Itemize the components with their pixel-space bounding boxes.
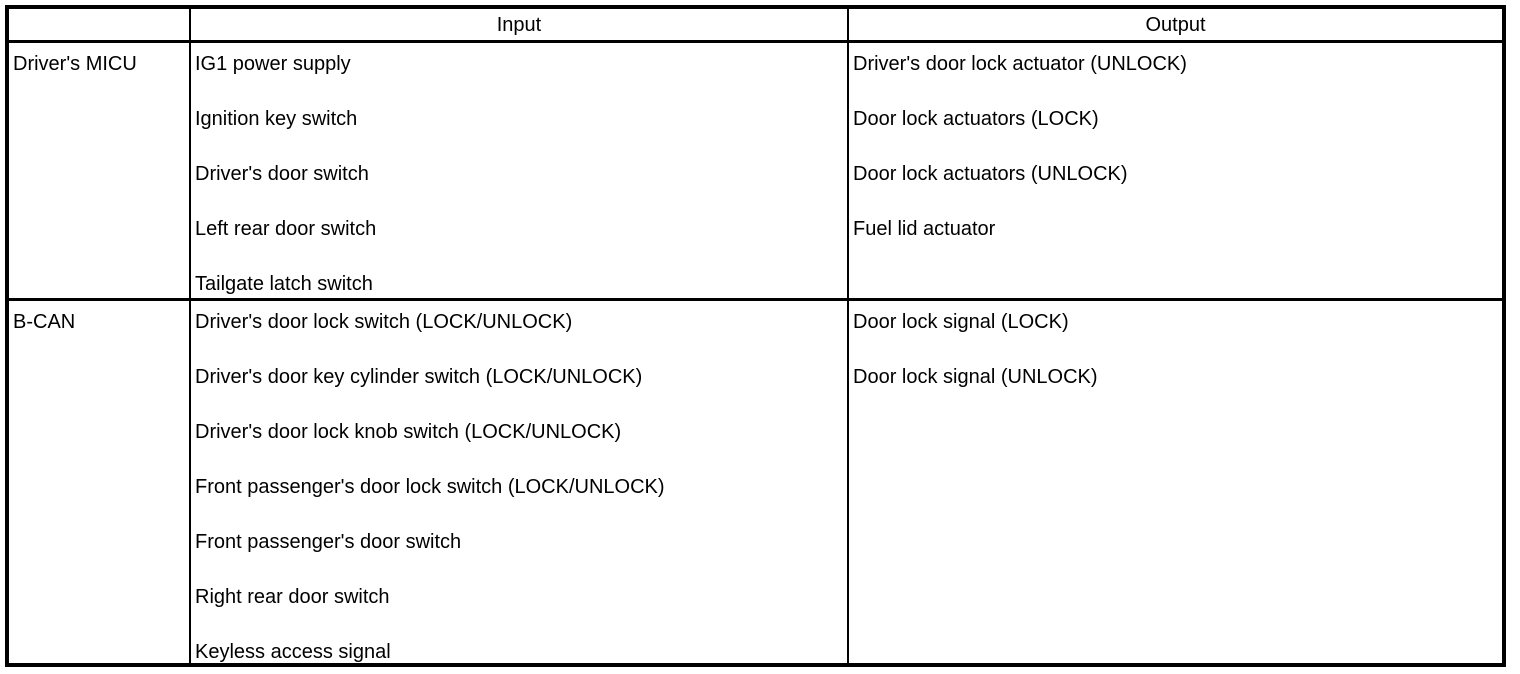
header-input-cell: Input (191, 9, 849, 43)
source-cell-drivers-micu: Driver's MICU (9, 43, 191, 301)
input-item: Driver's door lock knob switch (LOCK/UNL… (195, 421, 622, 443)
input-item: Right rear door switch (195, 586, 390, 608)
outputs-cell-b-can: Door lock signal (LOCK) Door lock signal… (849, 301, 1502, 663)
input-item: Keyless access signal (195, 641, 391, 663)
output-item: Door lock actuators (UNLOCK) (853, 163, 1128, 185)
input-item: Driver's door key cylinder switch (LOCK/… (195, 366, 643, 388)
source-cell-b-can: B-CAN (9, 301, 191, 663)
inputs-cell-drivers-micu: IG1 power supply Ignition key switch Dri… (191, 43, 849, 301)
output-item: Door lock signal (UNLOCK) (853, 366, 1098, 388)
header-output-cell: Output (849, 9, 1502, 43)
input-item: Front passenger's door switch (195, 531, 462, 553)
source-label: Driver's MICU (13, 53, 137, 75)
input-output-table: Input Output Driver's MICU IG1 power sup… (5, 5, 1506, 667)
input-item: IG1 power supply (195, 53, 351, 75)
input-item: Ignition key switch (195, 108, 358, 130)
source-label: B-CAN (13, 311, 76, 333)
output-item: Driver's door lock actuator (UNLOCK) (853, 53, 1187, 75)
header-corner-cell (9, 9, 191, 43)
input-item: Driver's door switch (195, 163, 369, 185)
inputs-cell-b-can: Driver's door lock switch (LOCK/UNLOCK) … (191, 301, 849, 663)
input-item: Left rear door switch (195, 218, 377, 240)
input-item: Driver's door lock switch (LOCK/UNLOCK) (195, 311, 573, 333)
input-item: Tailgate latch switch (195, 273, 373, 295)
output-item: Door lock signal (LOCK) (853, 311, 1069, 333)
outputs-cell-drivers-micu: Driver's door lock actuator (UNLOCK) Doo… (849, 43, 1502, 301)
input-item: Front passenger's door lock switch (LOCK… (195, 476, 665, 498)
output-item: Fuel lid actuator (853, 218, 996, 240)
output-item: Door lock actuators (LOCK) (853, 108, 1099, 130)
